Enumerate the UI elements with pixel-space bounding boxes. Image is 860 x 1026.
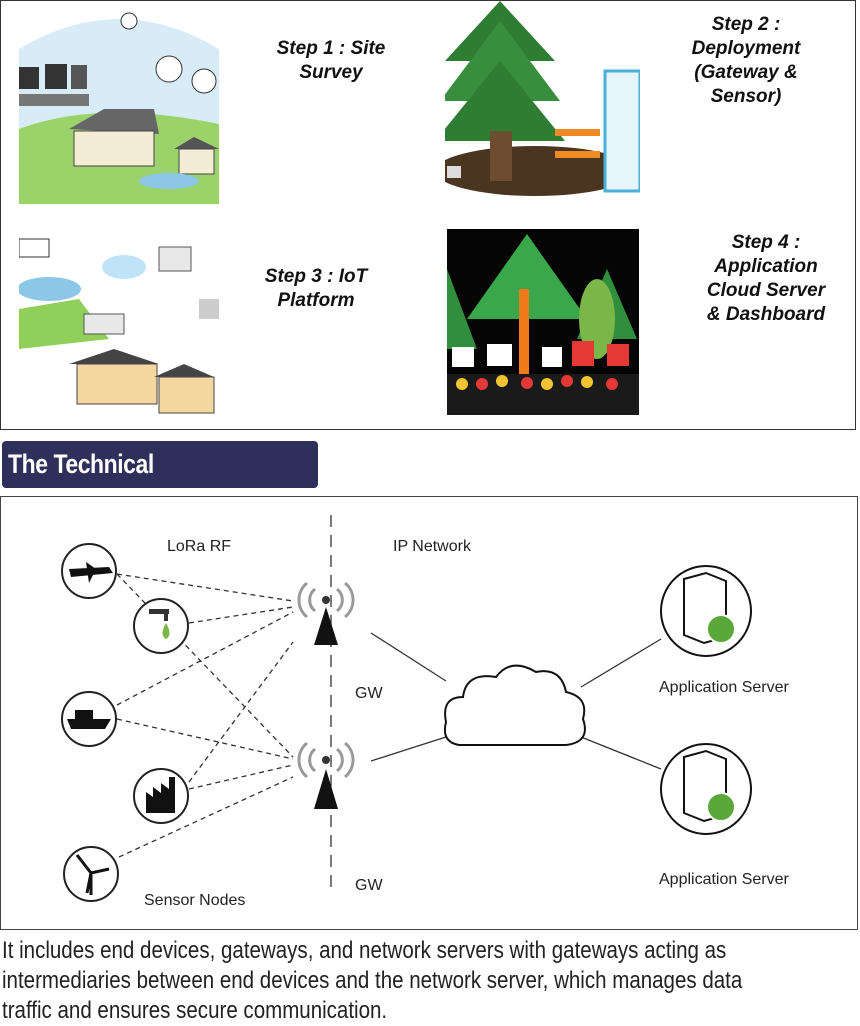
dashboard-illustration xyxy=(447,229,639,415)
lora-rf-label: LoRa RF xyxy=(167,538,232,555)
step-2-label: Step 2 : Deployment (Gateway & Sensor) xyxy=(691,14,801,107)
iot-platform-illustration xyxy=(19,238,219,414)
deployment-steps-panel: Step 1 : Site Survey Step 2 : Deployment… xyxy=(0,0,856,430)
description-line: It includes end devices, gateways, and n… xyxy=(2,937,727,964)
application-server-2-label: Application Server xyxy=(659,871,789,888)
gateway-1-label: GW xyxy=(355,685,383,702)
gateway-2 xyxy=(297,741,355,809)
gateway-1 xyxy=(297,581,355,645)
description-line: intermediaries between end devices and t… xyxy=(2,967,743,994)
application-server-1-label: Application Server xyxy=(659,679,789,696)
section-banner: The Technical Architecture xyxy=(2,441,318,526)
step-4-label: Step 4 : Application Cloud Server & Dash… xyxy=(706,232,826,325)
site-survey-illustration xyxy=(19,12,219,204)
ip-links xyxy=(370,632,662,770)
description-paragraph: It includes end devices, gateways, and n… xyxy=(2,936,857,1026)
application-server-2-icon xyxy=(660,743,752,835)
water-tap-icon xyxy=(133,598,189,654)
architecture-diagram: LoRa RF IP Network GW GW Sensor Nodes Ap… xyxy=(0,496,858,930)
step-3-label: Step 3 : IoT Platform xyxy=(264,266,368,311)
ip-network-label: IP Network xyxy=(393,538,471,555)
sensor-nodes-label: Sensor Nodes xyxy=(144,892,246,909)
cloud-icon xyxy=(443,664,586,746)
section-title: The Technical Architecture xyxy=(8,449,154,526)
description-line: traffic and ensures secure communication… xyxy=(2,997,388,1024)
step-1-label: Step 1 : Site Survey xyxy=(276,38,386,83)
gateway-2-label: GW xyxy=(355,877,383,894)
lora-links xyxy=(116,515,332,892)
deployment-illustration xyxy=(445,1,640,196)
application-server-1-icon xyxy=(660,565,752,657)
architecture-graphic xyxy=(61,515,752,902)
